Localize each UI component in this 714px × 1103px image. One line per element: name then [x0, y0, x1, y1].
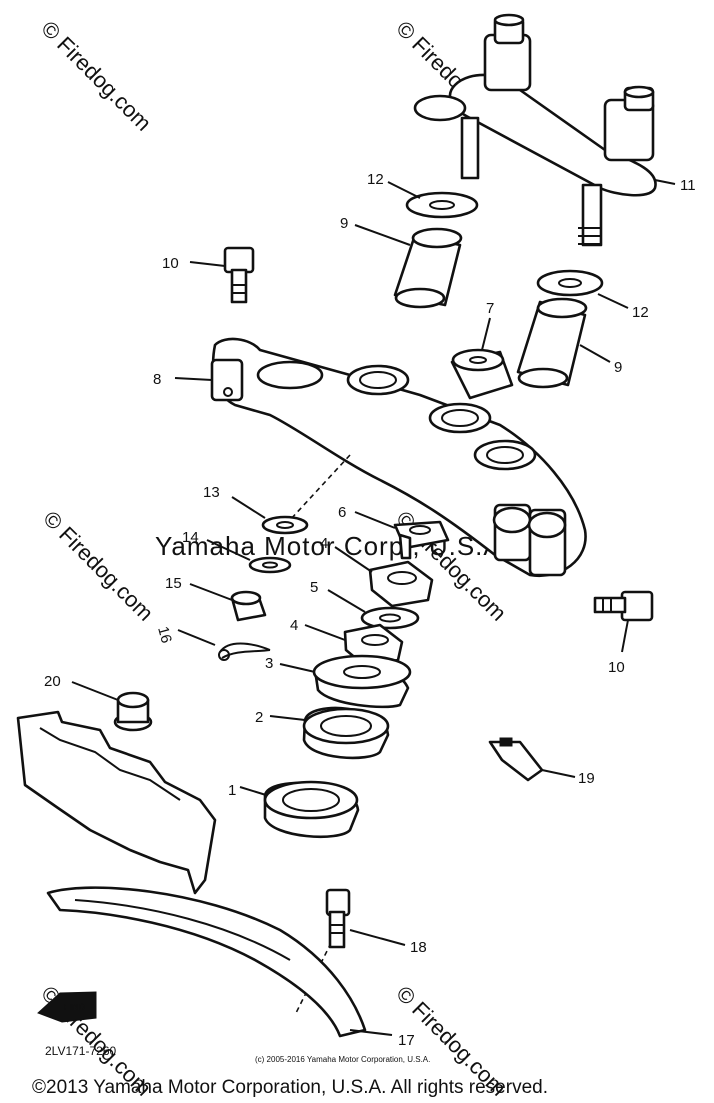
callout-7: 7: [486, 300, 494, 317]
callout-8: 8: [153, 371, 161, 388]
callout-10-right: 10: [608, 659, 625, 676]
callout-1: 1: [228, 782, 236, 799]
callout-9-right: 9: [614, 359, 622, 376]
callout-18: 18: [410, 939, 427, 956]
watermark-brand: Yamaha Motor Corp., U.S.A.: [155, 531, 510, 561]
callout-16: 16: [154, 625, 175, 646]
part-14-lock-washer: [248, 556, 292, 574]
find-arrow-badge: FIND: [37, 991, 97, 1023]
part-16-cotter-pin: [218, 642, 271, 661]
copyright-footer: ©2013 Yamaha Motor Corporation, U.S.A. A…: [32, 1077, 548, 1098]
callout-20: 20: [44, 673, 61, 690]
callout-11: 11: [680, 177, 696, 194]
part-19-clip: [488, 737, 544, 782]
part-18-bolt: [325, 888, 351, 949]
part-9-damper-upper: [393, 227, 463, 309]
callout-15: 15: [165, 575, 182, 592]
assembly-axis-upper: [289, 454, 351, 521]
part-5-washer: [360, 606, 420, 630]
diagram-ref-code: 2LV171-7260: [45, 1044, 117, 1058]
callout-3: 3: [265, 655, 273, 672]
callout-13: 13: [203, 484, 220, 501]
part-13-washer: [261, 515, 309, 535]
part-9-damper-right: [516, 297, 588, 389]
part-10-bolt-right: [593, 590, 654, 622]
part-4-ring-nut-upper: [368, 560, 434, 608]
part-stay-panel: [16, 710, 217, 895]
callout-10-upper: 10: [162, 255, 179, 272]
part-15-nut: [230, 590, 267, 622]
small-copyright: (c) 2005-2016 Yamaha Motor Corporation, …: [255, 1055, 430, 1064]
part-20-grommet: [113, 691, 153, 732]
callout-17: 17: [398, 1032, 415, 1049]
callout-14: 14: [182, 529, 199, 546]
callout-4-lower: 4: [290, 617, 298, 634]
part-2-bearing-upper: [302, 706, 390, 760]
part-8-lower-bracket: [210, 337, 587, 578]
part-11-handlebar-holder: [413, 13, 657, 247]
part-12-washer-right: [536, 269, 604, 297]
part-7-nut: [450, 348, 514, 400]
find-label: FIND: [64, 1002, 85, 1012]
callout-4-upper: 4: [320, 535, 328, 552]
part-12-washer-upper: [405, 191, 479, 219]
callout-2: 2: [255, 709, 263, 726]
callout-9-upper: 9: [340, 215, 348, 232]
callout-19: 19: [578, 770, 595, 787]
assembly-axis-lower: [294, 934, 336, 1016]
callout-12-right: 12: [632, 304, 649, 321]
watermark-top-left: © Firedog.com: [36, 16, 156, 136]
part-17-cover: [46, 886, 367, 1038]
callout-6: 6: [338, 504, 346, 521]
callout-12-upper: 12: [367, 171, 384, 188]
callout-5: 5: [310, 579, 318, 596]
part-1-bearing-lower: [263, 780, 360, 839]
part-6-lock-washer: [393, 520, 450, 560]
watermark-mid-left: © Firedog.com: [38, 506, 158, 626]
part-3-dust-cover: [312, 654, 412, 709]
part-10-bolt-upper: [223, 246, 255, 304]
